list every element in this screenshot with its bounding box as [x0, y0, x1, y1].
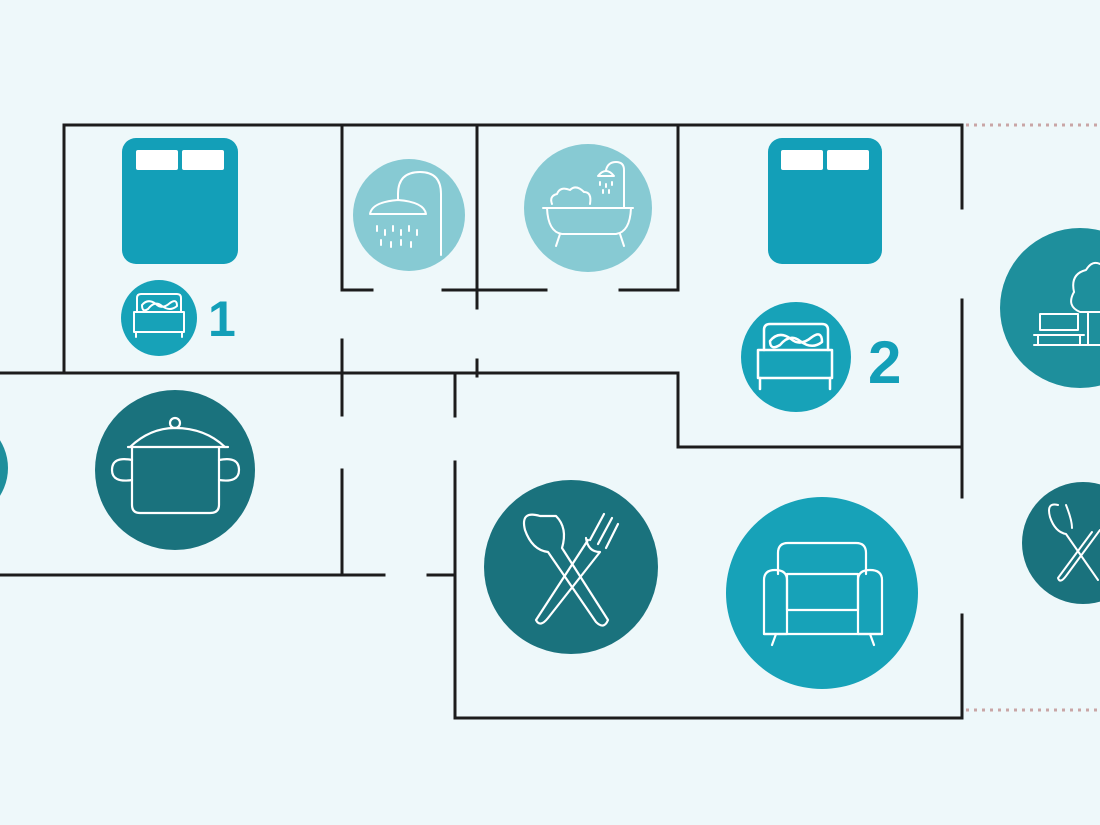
pillow-right [182, 150, 224, 170]
cooking-pot-icon-circle [95, 390, 255, 550]
shower-room-badge [353, 159, 465, 271]
bedroom2-lower-wall [676, 371, 964, 449]
bed-icon-circle [121, 280, 197, 356]
outdoor-dining-badge [1022, 482, 1100, 604]
bed-icon [133, 293, 185, 338]
room-number-1: 1 [208, 291, 236, 347]
spoon-fork-icon [522, 512, 620, 627]
garden-badge [1000, 228, 1100, 388]
pillow-right [827, 150, 869, 170]
kitchen-badge [95, 390, 255, 550]
outdoor-boundary [966, 123, 1100, 712]
cooking-pot-icon [110, 416, 241, 515]
bathroom-badge [524, 144, 652, 272]
pillow-left [781, 150, 823, 170]
kitchen-edge-badge [0, 440, 8, 496]
armchair-icon-circle [726, 497, 918, 689]
spoon-fork-icon [1048, 503, 1100, 582]
bedroom-2-bed-block [768, 138, 882, 264]
spoon-fork-icon-circle [1022, 482, 1100, 604]
dining-badge [484, 480, 658, 654]
bedroom-1-badge: 1 [121, 280, 236, 356]
living-room-badge [726, 497, 918, 689]
walls [0, 123, 964, 720]
bedroom-2-badge: 2 [741, 302, 901, 412]
pillow-left [136, 150, 178, 170]
bathtub-icon [542, 161, 634, 247]
bedroom-1-bed-block [122, 138, 238, 264]
bench-tree-icon-circle [1000, 228, 1100, 388]
bed-icon-circle [741, 302, 851, 412]
shower-icon [369, 171, 442, 256]
room-number-2: 2 [868, 329, 901, 396]
bed-icon [756, 322, 834, 391]
edge-circle [0, 440, 8, 496]
armchair-icon [762, 541, 884, 647]
bench-tree-icon [1033, 261, 1100, 346]
